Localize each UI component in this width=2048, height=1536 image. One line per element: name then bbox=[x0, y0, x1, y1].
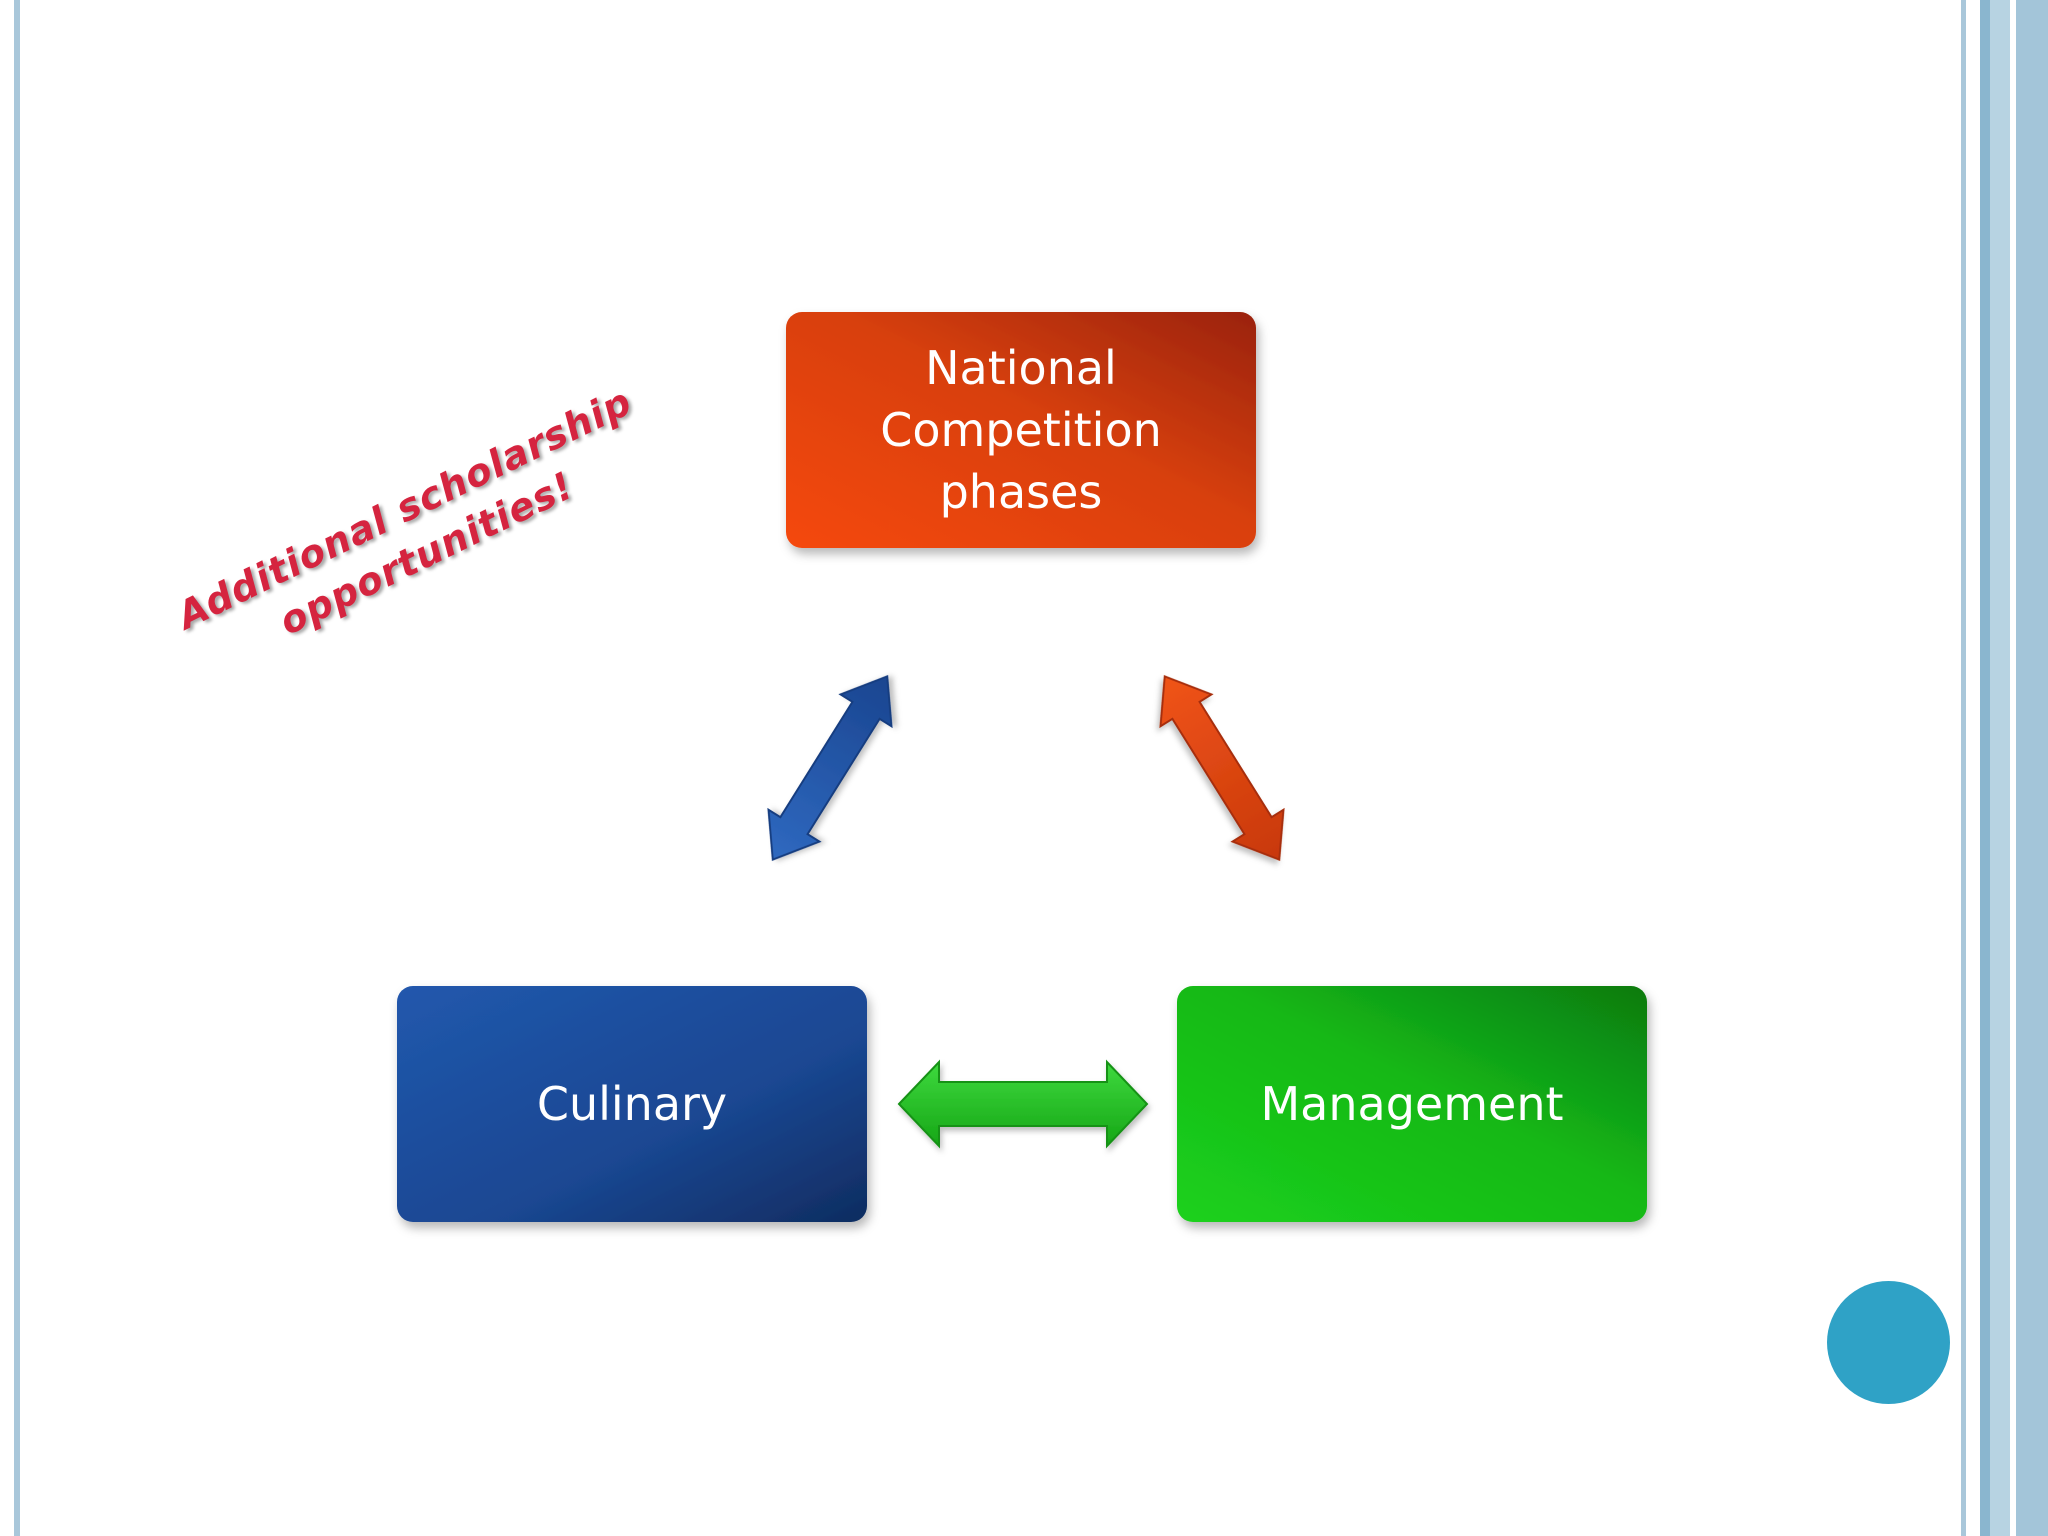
node-culinary: Culinary bbox=[397, 986, 867, 1222]
node-national-line-2: Competition bbox=[880, 403, 1162, 457]
node-culinary-label: Culinary bbox=[536, 1077, 728, 1131]
arrow-national-management bbox=[1159, 674, 1285, 862]
node-national-box bbox=[786, 312, 1256, 548]
node-management-box bbox=[1177, 986, 1647, 1222]
node-management: Management bbox=[1177, 986, 1647, 1222]
right-border-band bbox=[1980, 0, 1990, 1536]
node-national: National Competition phases bbox=[786, 312, 1256, 548]
arrow-culinary-management bbox=[897, 1059, 1149, 1149]
right-border-band bbox=[1990, 0, 2010, 1536]
node-management-label: Management bbox=[1260, 1077, 1564, 1131]
right-border-band bbox=[2016, 0, 2048, 1536]
node-culinary-box bbox=[397, 986, 867, 1222]
right-border-band bbox=[1961, 0, 1966, 1536]
node-national-line-3: phases bbox=[939, 465, 1103, 519]
arrow-culinary-national bbox=[767, 674, 893, 862]
accent-circle bbox=[1827, 1281, 1950, 1404]
node-national-line-1: National bbox=[925, 341, 1117, 395]
left-border-rule bbox=[14, 0, 20, 1536]
